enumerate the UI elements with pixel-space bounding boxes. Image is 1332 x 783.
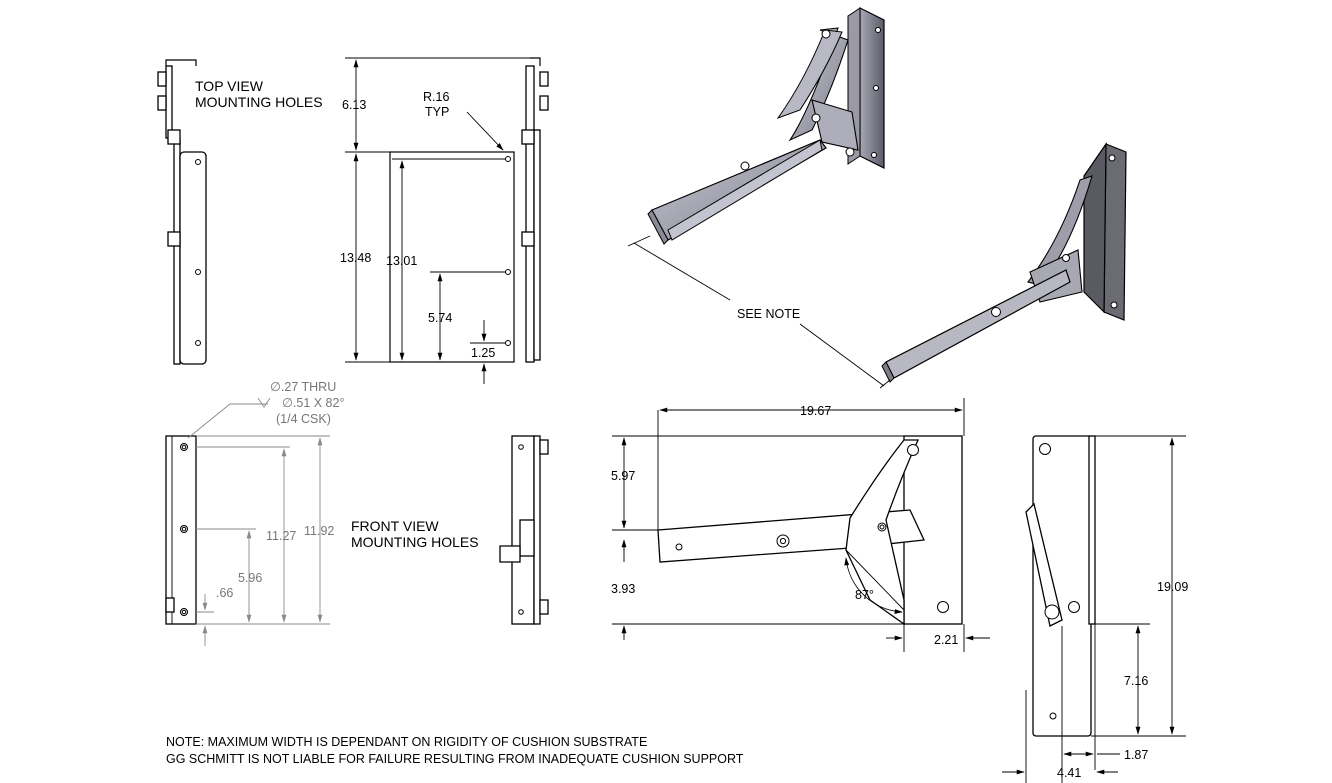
dim-13-48-text: 13.48 [340,251,371,265]
hole-callout-line2: ∅.51 X 82° [282,396,344,410]
front-view-label-line2: MOUNTING HOLES [351,534,479,550]
dim-5-74-text: 5.74 [428,311,452,325]
dim-5-97-text: 5.97 [611,469,635,483]
isometric-bracket-bottom [881,142,1127,383]
side-view-bracket [612,398,965,652]
dim-13-01-text: 13.01 [386,254,417,268]
dim-066-text: .66 [216,586,233,600]
end-view-bracket [1025,435,1186,783]
dim-3-93-text: 3.93 [611,582,635,596]
hole-callout-line3: (1/4 CSK) [276,412,331,426]
radius-leader [466,111,504,151]
dim-6-13-text: 6.13 [342,98,366,112]
dim-5-96-text: 5.96 [238,571,262,585]
dim-7-16-text: 7.16 [1124,674,1148,688]
dim-11-27-text: 11.27 [266,529,296,543]
hole-callout-line1: ∅.27 THRU [270,380,336,394]
front-view-plate [165,435,330,625]
top-view-label-line2: MOUNTING HOLES [195,94,323,110]
note-line-2: GG SCHMITT IS NOT LIABLE FOR FAILURE RES… [166,752,744,766]
dim-1-87-text: 1.87 [1124,748,1148,762]
angle-text: 87° [855,588,874,602]
see-note-ext-1 [627,235,651,247]
note-line-1: NOTE: MAXIMUM WIDTH IS DEPENDANT ON RIGI… [166,735,647,749]
top-view-left-bracket [157,59,207,365]
top-view-label-line1: TOP VIEW [195,78,264,94]
top-view-plate [345,57,549,363]
dim-2-21-text: 2.21 [934,633,958,647]
front-view-side-bracket [499,435,549,625]
angle-arc [844,557,903,614]
csk-symbol [257,397,271,408]
dim-11-92-text: 11.92 [304,524,334,538]
dim-4-41-text: 4.41 [1057,766,1081,780]
front-view-label-line1: FRONT VIEW [351,518,439,534]
radius-label-line1: R.16 [423,90,449,104]
hole-callout-leader [187,403,268,439]
isometric-bracket-top [647,7,885,245]
dim-19-09-text: 19.09 [1157,580,1188,594]
dim-19-67-text: 19.67 [800,404,831,418]
see-note-dim-line-1 [633,242,731,301]
see-note-ext-2 [879,379,891,389]
radius-label-line2: TYP [425,105,449,119]
dim-1-25-text: 1.25 [471,346,495,360]
see-note-dim-line-2 [799,323,885,387]
see-note-text: SEE NOTE [737,307,800,321]
